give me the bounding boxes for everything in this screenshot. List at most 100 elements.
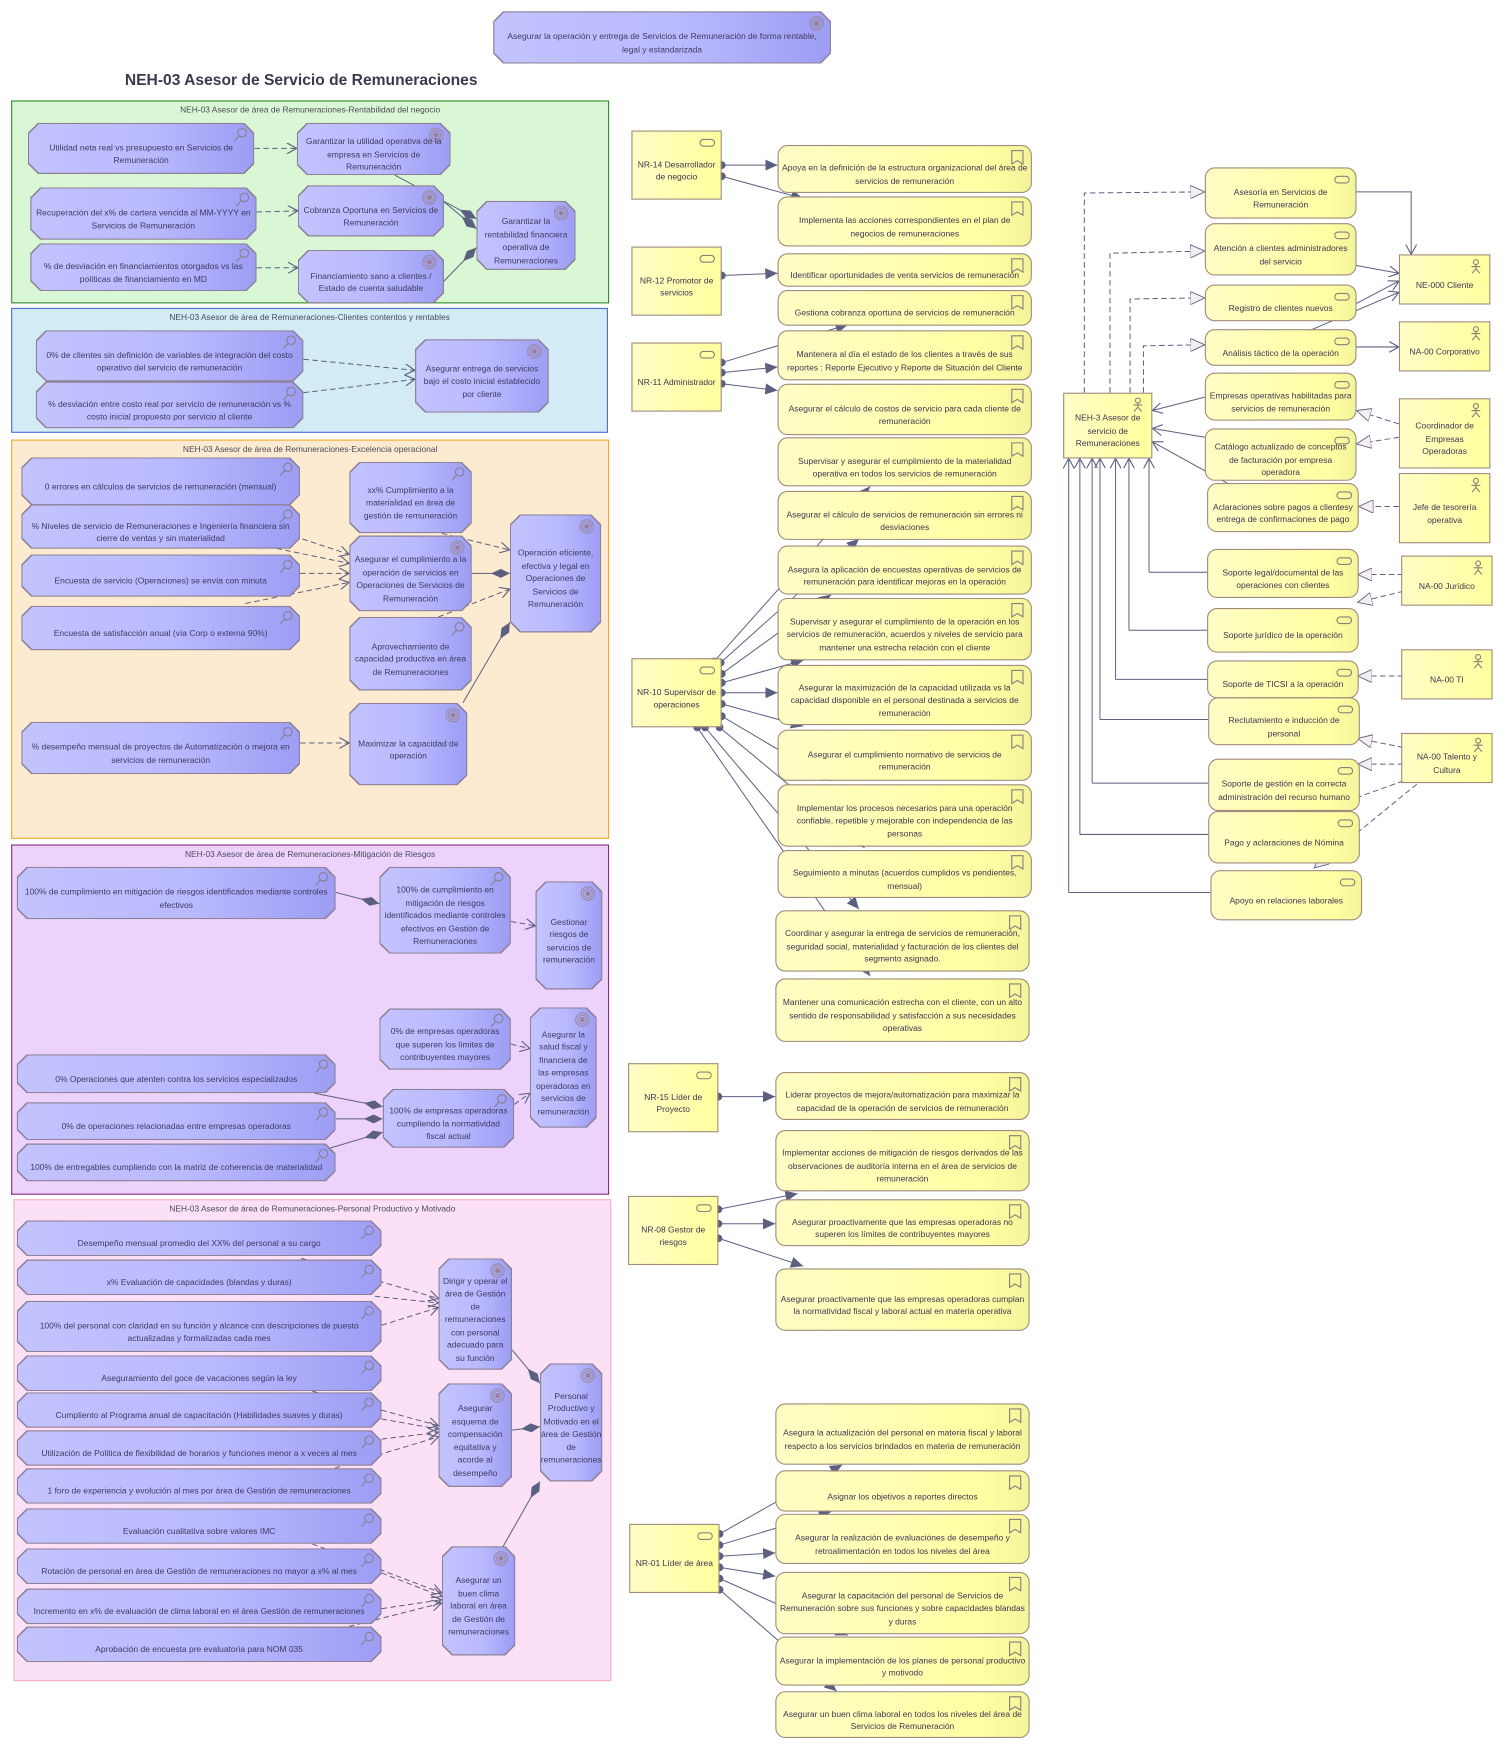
role-box[interactable]: NR-11 Administrador [631,342,722,412]
kpi-box[interactable]: % desempeño mensual de proyectos de Auto… [21,722,300,774]
kpi-box[interactable]: 100% de empresas operadoras cumpliendo l… [383,1089,515,1148]
actor-box[interactable]: NA-00 Talento y Cultura [1401,732,1493,784]
role-box[interactable]: NR-14 Desarrollador de negocio [631,130,722,200]
kpi-box[interactable]: 1 foro de experiencia y evolución al mes… [17,1468,382,1504]
service-box[interactable]: Soporte de gestión en la correcta admini… [1208,758,1360,812]
kpi-box[interactable]: Encuesta de satisfacción anual (vía Corp… [21,606,300,651]
responsibility-box[interactable]: Implementar acciones de mitigación de ri… [775,1130,1030,1192]
responsibility-box[interactable]: Mantenera al día el estado de los client… [777,330,1032,381]
top-goal[interactable]: Asegurar la operación y entrega de Servi… [493,11,831,63]
responsibility-box[interactable]: Implementa las acciones correspondientes… [777,196,1032,247]
responsibility-box[interactable]: Asegurar la capacitación del personal de… [775,1571,1030,1635]
goal-box[interactable]: Asegurar esquema de compensación equitat… [438,1383,512,1487]
responsibility-box[interactable]: Supervisar y asegurar el cumplimiento de… [777,437,1032,487]
actor-box[interactable]: Jefe de tesorería operativa [1398,472,1491,544]
kpi-box[interactable]: x% Evaluación de capacidades (blandas y … [17,1259,382,1295]
goal-box[interactable]: Asegurar la salud fiscal y financiera de… [530,1007,597,1127]
kpi-box[interactable]: Cumpliento al Programa anual de capacita… [17,1392,382,1428]
service-box[interactable]: Soporte legal/documental de las operacio… [1207,548,1359,598]
service-box[interactable]: Empresas operativas habilitadas para ser… [1204,372,1357,421]
kpi-box[interactable]: Evaluación cualitativa sobre valores IMC [17,1508,382,1544]
service-box[interactable]: Soporte de TICSI a la operación [1207,660,1359,699]
service-box[interactable]: Catálogo actualizado de conceptos de fac… [1204,428,1357,481]
role-box[interactable]: NR-15 Líder de Proyecto [628,1063,719,1133]
responsibility-box[interactable]: Asegura la aplicación de encuestas opera… [777,545,1032,595]
goal-box[interactable]: Garantizar la utilidad operativa de la e… [297,123,451,175]
responsibility-box[interactable]: Asegura la actualización del personal en… [775,1403,1030,1465]
kpi-box[interactable]: 100% del personal con claridad en su fun… [17,1301,382,1352]
service-box[interactable]: Pago y aclaraciones de Nómina [1208,811,1360,864]
service-box[interactable]: Registro de clientes nuevos [1204,284,1357,322]
role-box[interactable]: NR-01 Líder de área [629,1523,720,1594]
kpi-box[interactable]: xx% Cumplimiento a la materialidad en ár… [349,462,472,533]
goal-box[interactable]: Personal Productivo y Motivado en el áre… [540,1363,602,1481]
actor-box[interactable]: NA-00 Jurídico [1401,555,1493,606]
goal-box[interactable]: Asegurar el cumplimiento a la operación … [349,535,472,611]
kpi-box[interactable]: % Niveles de servicio de Remuneraciones … [21,504,300,549]
goal-box[interactable]: Cobranza Oportuna en Servicios de Remune… [298,185,444,236]
kpi-box[interactable]: Incremento en x% de evaluación de clima … [17,1589,382,1625]
kpi-box[interactable]: Recuperación del x% de cartera vencida a… [30,187,256,239]
actor-box[interactable]: Coordinador de Empresas Operadoras [1398,398,1491,469]
responsibility-box[interactable]: Gestiona cobranza oportuna de servicios … [777,290,1032,326]
responsibility-box[interactable]: Seguimiento a minutas (acuerdos cumplido… [777,850,1032,899]
kpi-box[interactable]: Aprobación de encuesta pre evaluatoria p… [17,1626,382,1662]
kpi-box[interactable]: Rotación de personal en área de Gestión … [17,1548,382,1584]
kpi-box[interactable]: % desviación entre costo real por servic… [36,382,304,429]
kpi-box[interactable]: Aprovechamiento de capacidad productiva … [349,617,472,691]
kpi-box[interactable]: 0% de empresas operadoras que superen lo… [379,1008,511,1069]
responsibility-box[interactable]: Asegurar la implementación de los planes… [775,1636,1030,1686]
responsibility-box[interactable]: Asegurar la realización de evaluaciónes … [775,1513,1030,1565]
kpi-box[interactable]: % de desviación en financiamientos otorg… [30,243,256,291]
kpi-box[interactable]: Utilización de Politica de flexibilidad … [17,1430,382,1466]
responsibility-box[interactable]: Asignar los objetivos a reportes directo… [775,1470,1030,1512]
kpi-box[interactable]: Desempeño mensual promedio del XX% del p… [17,1220,382,1256]
responsibility-box[interactable]: Liderar proyectos de mejora/automatizaci… [775,1072,1030,1121]
kpi-box[interactable]: 0 errores en cálculos de servicios de re… [21,457,300,505]
kpi-box[interactable]: 100% de entregables cumpliendo con la ma… [17,1143,336,1181]
goal-box[interactable]: Dirigir y operar el área de Gestión de r… [438,1258,512,1370]
service-box[interactable]: Atención a clientes administradores del … [1204,223,1357,276]
actor-box[interactable]: NA-00 Corporativo [1398,321,1491,372]
responsibility-box[interactable]: Identificar oportunidades de venta servi… [777,253,1032,287]
role-box[interactable]: NR-12 Promotor de servicios [631,246,722,316]
goal-box[interactable]: Maximizar la capacidad de operación [349,703,467,786]
role-box[interactable]: NR-10 Supervisor de operaciones [631,658,722,728]
responsibility-box[interactable]: Supervisar y asegurar el cumplimiento de… [777,597,1032,661]
responsibility-box[interactable]: Apoya en la definición de la estructura … [777,145,1032,193]
service-box[interactable]: Aclaraciones sobre pagos a clientesy ent… [1207,483,1359,533]
goal-box[interactable]: Financiamiento sano a clientes / Estado … [298,250,444,304]
responsibility-box[interactable]: Asegurar proactivamente que las empresas… [775,1199,1030,1247]
responsibility-box[interactable]: Asegurar el cumplimiento normativo de se… [777,729,1032,781]
service-box[interactable]: Análisis táctico de la operación [1204,329,1357,366]
service-box[interactable]: Asesoría en Servicios de Remuneración [1204,167,1357,219]
responsibility-box[interactable]: Mantener una comunicación estrecha con e… [775,978,1030,1042]
goal-box[interactable]: Asegurar un buen clima laboral en área d… [442,1546,516,1655]
goal-box[interactable]: Asegurar entrega de servicios bajo el co… [415,339,549,413]
kpi-box[interactable]: 0% de operaciones relacionadas entre emp… [17,1102,336,1140]
responsibility-box[interactable]: Asegurar proactivamente que las empresas… [775,1268,1030,1331]
kpi-box[interactable]: 0% de clientes sin definición de variabl… [36,330,304,381]
actor-box[interactable]: NA-00 TI [1401,649,1493,700]
kpi-box[interactable]: 100% de cumplimiento en mitigación de ri… [17,867,336,919]
kpi-box[interactable]: Encuesta de servicio (Operaciones) se en… [21,554,300,596]
actor-box[interactable]: NE-000 Cliente [1398,254,1491,305]
responsibility-box[interactable]: Asegurar el cálculo de costos de servici… [777,383,1032,436]
goal-box[interactable]: Garantizar la rentabilidad financiera op… [476,201,575,270]
responsibility-box[interactable]: Asegurar la maximización de la capacidad… [777,664,1032,726]
responsibility-box[interactable]: Coordinar y asegurar la entrega de servi… [775,910,1030,972]
kpi-box[interactable]: 100% de cumplimiento en mitigación de ri… [379,867,511,954]
goal-box[interactable]: Gestionar riesgos de servicios de remune… [535,881,602,989]
service-box[interactable]: Soporte jurídico de la operación [1207,607,1359,653]
role-box[interactable]: NR-08 Gestor de riesgos [628,1195,719,1266]
service-box[interactable]: Apoyo en relaciones laborales [1210,870,1363,921]
advisor-actor[interactable]: NEH-3 Asesor de servicio de Remuneracion… [1063,392,1153,459]
responsibility-box[interactable]: Implementar los procesos necesarios para… [777,784,1032,847]
responsibility-box[interactable]: Asegurar un buen clima laboral en todos … [775,1691,1030,1739]
goal-box[interactable]: Operación eficiente, efectiva y legal en… [510,514,601,632]
service-box[interactable]: Reclutamiento e inducción de personal [1208,697,1360,746]
kpi-box[interactable]: Utilidad neta real vs presupuesto en Ser… [28,123,254,174]
responsibility-box[interactable]: Asegurar el cálculo de servicios de remu… [777,490,1032,540]
kpi-box[interactable]: Aseguramiento del goce de vacaciones seg… [17,1355,382,1391]
kpi-box[interactable]: 0% Operaciones que atenten contra los se… [17,1054,336,1093]
